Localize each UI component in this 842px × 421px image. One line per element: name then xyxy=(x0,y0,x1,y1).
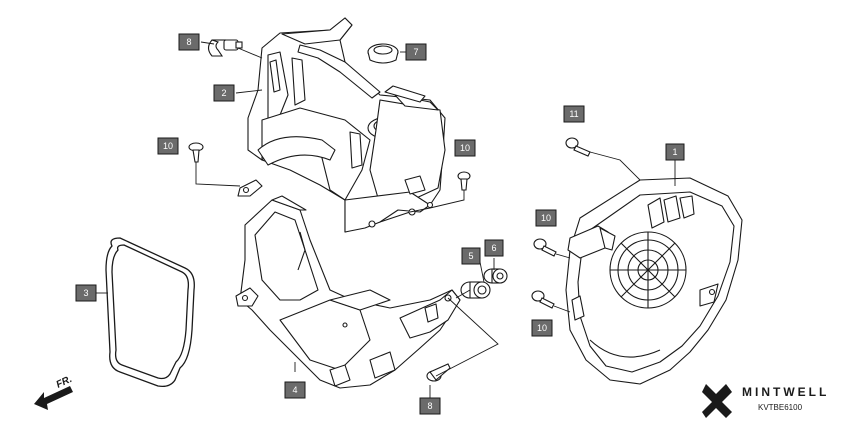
screw-10b-part xyxy=(457,171,471,191)
upper-shroud-part xyxy=(237,17,446,233)
callout-6: 6 xyxy=(484,239,504,257)
svg-text:10: 10 xyxy=(537,323,547,333)
collar-part xyxy=(460,281,491,299)
callout-10-fan-bottom: 10 xyxy=(531,319,553,337)
svg-text:5: 5 xyxy=(468,251,473,261)
diagram-code: KVTBE6100 xyxy=(758,403,803,412)
svg-text:2: 2 xyxy=(221,88,226,98)
hose-clip-part xyxy=(207,39,243,57)
brand-name: MINTWELL xyxy=(742,385,829,399)
svg-text:11: 11 xyxy=(569,109,578,119)
svg-text:1: 1 xyxy=(672,147,677,157)
leader-lines xyxy=(96,41,676,398)
gasket-seal-part xyxy=(105,237,195,388)
svg-text:10: 10 xyxy=(541,213,551,223)
callout-10-shroud: 10 xyxy=(454,139,476,157)
bolt-8-part xyxy=(426,363,451,382)
callout-1: 1 xyxy=(665,143,685,161)
callout-4: 4 xyxy=(284,381,306,399)
screw-10d-part xyxy=(531,290,555,309)
brand-logo-icon xyxy=(702,384,732,418)
screw-10a-part xyxy=(188,142,204,163)
brand-logo: MINTWELL xyxy=(702,384,829,418)
fan-cover-part xyxy=(565,177,743,385)
callout-5: 5 xyxy=(461,247,481,265)
callout-7: 7 xyxy=(405,43,427,61)
grommet-part xyxy=(367,43,399,64)
callout-8-top: 8 xyxy=(178,33,200,51)
svg-text:8: 8 xyxy=(186,37,191,47)
svg-text:8: 8 xyxy=(427,401,432,411)
front-direction-arrow: FR. xyxy=(34,374,74,410)
callout-8-bottom: 8 xyxy=(419,397,441,415)
screw-10c-part xyxy=(533,238,557,257)
bushing-part xyxy=(483,268,508,284)
callout-3: 3 xyxy=(75,284,97,302)
svg-text:3: 3 xyxy=(83,288,88,298)
svg-text:7: 7 xyxy=(413,47,418,57)
svg-text:6: 6 xyxy=(491,243,496,253)
lower-shroud-part xyxy=(235,195,461,389)
callout-10-left: 10 xyxy=(157,137,179,155)
svg-text:10: 10 xyxy=(163,141,173,151)
svg-text:10: 10 xyxy=(460,143,470,153)
callout-10-fan-top: 10 xyxy=(535,209,557,227)
callout-11: 11 xyxy=(563,105,585,123)
bolt-11-part xyxy=(565,137,591,157)
callout-2: 2 xyxy=(213,84,235,102)
svg-text:4: 4 xyxy=(292,385,297,395)
